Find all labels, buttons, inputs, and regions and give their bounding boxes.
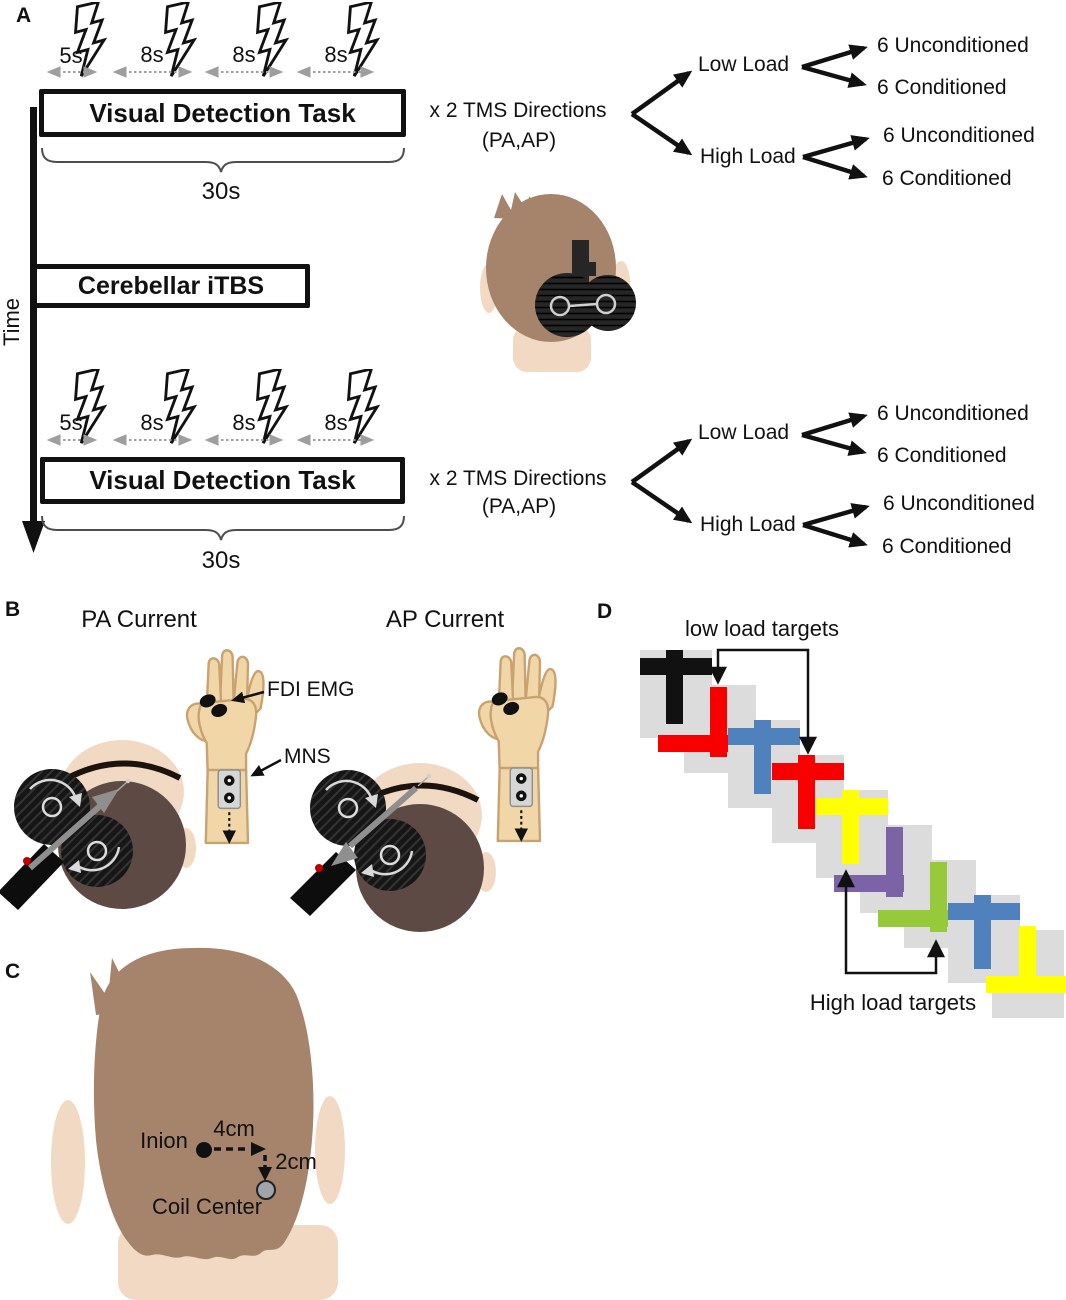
fdi-emg-label: FDI EMG <box>267 678 355 701</box>
vertical-distance-label: 2cm <box>275 1149 317 1174</box>
interval-label: 8s <box>324 410 348 435</box>
interval-label: 8s <box>140 42 164 67</box>
interval-label: 8s <box>324 42 348 67</box>
stimulus-tile-yellow <box>986 926 1066 1018</box>
tms-directions-label-top: x 2 TMS Directions <box>429 99 607 122</box>
leaf-conditioned: 6 Conditioned <box>877 444 1007 467</box>
low-load-node-top: Low Load <box>698 53 790 76</box>
inion-label: Inion <box>140 1128 188 1153</box>
tms-directions-sub-top: (PA,AP) <box>481 129 557 152</box>
leaf-unconditioned: 6 Unconditioned <box>877 34 1029 57</box>
leaf-unconditioned: 6 Unconditioned <box>877 402 1029 425</box>
time-axis-label: Time <box>0 297 24 347</box>
cerebellar-itbs-box: Cerebellar iTBS <box>32 264 310 308</box>
interval-label: 8s <box>232 410 256 435</box>
visual-detection-task-box-top: Visual Detection Task <box>39 89 406 137</box>
pa-current-title: PA Current <box>81 606 197 633</box>
low-load-targets-label: low load targets <box>684 616 840 641</box>
panel-b-label: B <box>5 598 21 621</box>
horizontal-distance-label: 4cm <box>213 1116 255 1141</box>
high-load-node-top: High Load <box>700 145 796 168</box>
panel-d-label: D <box>597 600 613 623</box>
interval-label: 5s <box>59 43 83 68</box>
leaf-conditioned: 6 Conditioned <box>882 535 1012 558</box>
interval-label: 8s <box>140 410 164 435</box>
leaf-unconditioned: 6 Unconditioned <box>883 124 1035 147</box>
ap-current-title: AP Current <box>385 606 505 633</box>
leaf-conditioned: 6 Conditioned <box>877 76 1007 99</box>
mns-label: MNS <box>284 745 331 768</box>
tms-directions-sub-bottom: (PA,AP) <box>481 495 557 518</box>
panel-a-label: A <box>16 4 32 27</box>
visual-detection-task-box-bottom: Visual Detection Task <box>40 457 405 504</box>
stimulus-tile-yellow <box>816 790 888 878</box>
leaf-unconditioned: 6 Unconditioned <box>883 492 1035 515</box>
leaf-conditioned: 6 Conditioned <box>882 167 1012 190</box>
panel-c-label: C <box>5 960 21 983</box>
duration-label-bottom: 30s <box>201 547 241 574</box>
high-load-targets-label: High load targets <box>809 990 977 1015</box>
interval-label: 5s <box>59 410 83 435</box>
tms-directions-label-bottom: x 2 TMS Directions <box>429 467 607 490</box>
coil-center-label: Coil Center <box>151 1194 263 1219</box>
high-load-node-bottom: High Load <box>700 513 796 536</box>
low-load-node-bottom: Low Load <box>698 421 790 444</box>
interval-label: 8s <box>232 42 256 67</box>
duration-label-top: 30s <box>201 178 241 205</box>
